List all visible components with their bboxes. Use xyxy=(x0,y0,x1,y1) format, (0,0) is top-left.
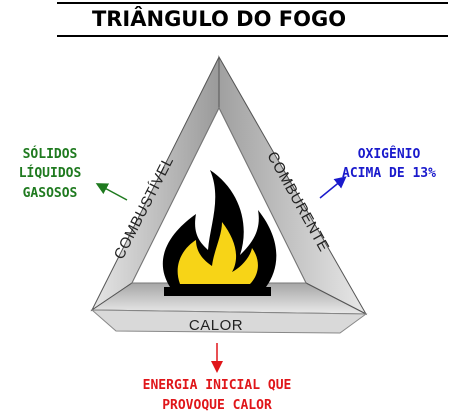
left-note-arrow xyxy=(95,183,128,201)
bottom-note-line-1: ENERGIA INICIAL QUE xyxy=(143,378,292,393)
left-note-line-1: SÓLIDOS xyxy=(23,146,78,162)
left-note-line-2: LÍQUIDOS xyxy=(19,165,82,181)
page-title: TRIÂNGULO DO FOGO xyxy=(92,6,346,31)
left-note-line-3: GASOSOS xyxy=(23,186,78,201)
right-note-arrow xyxy=(319,176,347,199)
right-note-line-1: OXIGÊNIO xyxy=(358,146,421,162)
right-note-line-2: ACIMA DE 13% xyxy=(342,166,436,181)
flame-icon xyxy=(162,170,277,296)
left-note: SÓLIDOS LÍQUIDOS GASOSOS xyxy=(19,146,128,201)
right-note: OXIGÊNIO ACIMA DE 13% xyxy=(319,146,436,199)
bottom-note-line-2: PROVOQUE CALOR xyxy=(162,398,272,413)
side-label-bottom: CALOR xyxy=(189,317,243,334)
flame-inner xyxy=(177,222,258,284)
bottom-note: ENERGIA INICIAL QUE PROVOQUE CALOR xyxy=(143,343,292,413)
flame-base xyxy=(164,287,271,296)
triangle-base-shadow xyxy=(90,309,368,334)
